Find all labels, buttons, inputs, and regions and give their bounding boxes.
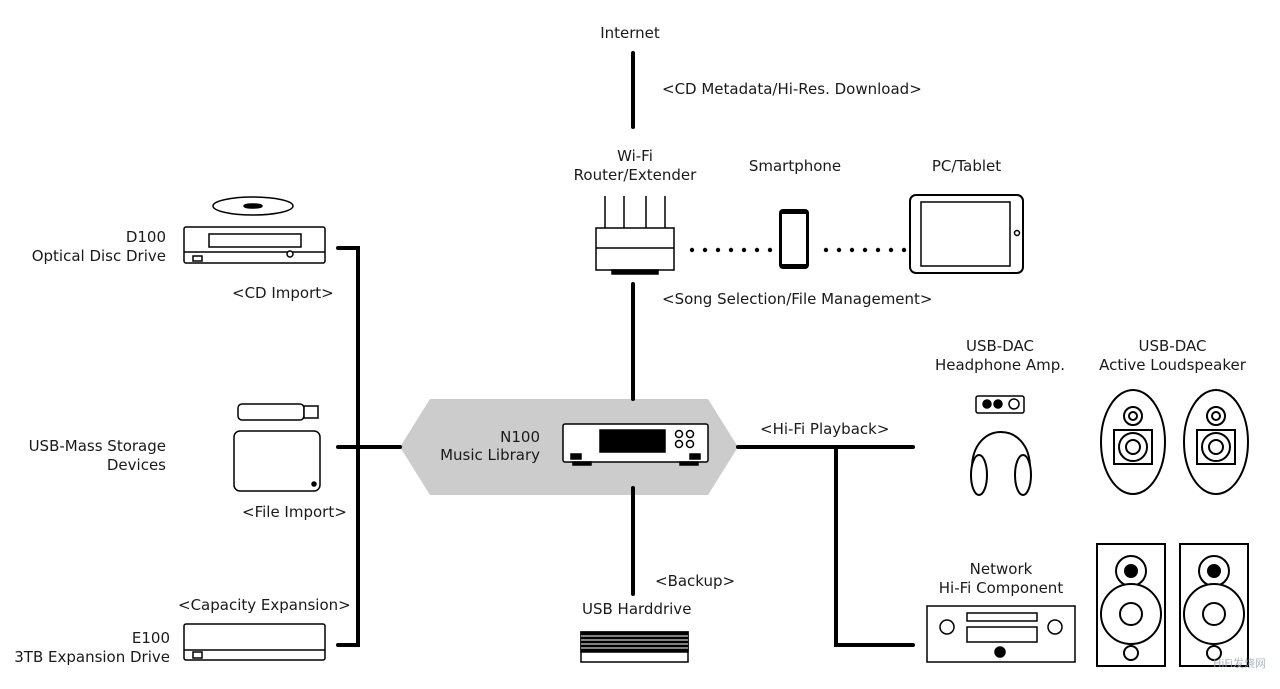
d100-label-line1: D100 — [125, 228, 166, 246]
connection-lines — [336, 51, 915, 647]
bookshelf-speaker-left-icon — [1096, 543, 1166, 667]
wireless-dots-2 — [823, 247, 907, 253]
smartphone-icon — [779, 209, 809, 269]
line-right-branch — [834, 445, 915, 647]
usb-storage-icon — [233, 403, 321, 492]
pc-tablet-label: PC/Tablet — [931, 157, 1002, 175]
usb-dac-spk-label-line2: Active Loudspeaker — [1099, 356, 1246, 374]
router-label-line1: Wi-Fi — [617, 147, 653, 165]
d100-label-line2: Optical Disc Drive — [31, 247, 166, 265]
control-connection-label: <Song Selection/File Management> — [662, 290, 933, 308]
hub-subtitle: Music Library — [440, 446, 540, 464]
network-hifi-label-line1: Network — [969, 560, 1033, 578]
active-speaker-right-icon — [1183, 389, 1249, 495]
hub-name: N100 — [500, 428, 540, 446]
capacity-expansion-label: <Capacity Expansion> — [178, 596, 351, 614]
internet-connection-label: <CD Metadata/Hi-Res. Download> — [662, 80, 922, 98]
watermark: HiFi发烧网 — [1213, 657, 1266, 670]
headphone-amp-icon — [975, 395, 1025, 414]
tablet-icon — [909, 194, 1024, 274]
e100-device-icon — [183, 623, 326, 661]
d100-device-icon — [183, 196, 326, 264]
usb-dac-spk-label-line1: USB-DAC — [1138, 337, 1207, 355]
backup-label: <Backup> — [655, 572, 736, 590]
playback-label: <Hi-Fi Playback> — [760, 420, 890, 438]
bookshelf-speaker-right-icon — [1179, 543, 1249, 667]
wireless-dots-1 — [689, 247, 773, 253]
router-icon — [595, 196, 675, 275]
internet-label: Internet — [600, 24, 660, 42]
headphones-icon — [970, 431, 1032, 496]
smartphone-label: Smartphone — [748, 157, 842, 175]
cd-import-label: <CD Import> — [232, 284, 334, 302]
usb-dac-hp-label-line1: USB-DAC — [966, 337, 1034, 355]
usb-mass-label-line1: USB-Mass Storage — [28, 437, 166, 455]
network-hifi-label-line2: Hi-Fi Component — [938, 579, 1064, 597]
n100-device-icon — [562, 423, 709, 466]
usb-dac-hp-label-line2: Headphone Amp. — [934, 356, 1066, 374]
usb-mass-label-line2: Devices — [106, 456, 166, 474]
usb-harddrive-label: USB Harddrive — [582, 600, 692, 618]
e100-label-line2: 3TB Expansion Drive — [14, 648, 170, 666]
active-speaker-left-icon — [1100, 389, 1166, 495]
usb-harddrive-icon — [580, 631, 689, 663]
file-import-label: <File Import> — [242, 503, 347, 521]
hifi-component-icon — [926, 605, 1076, 663]
e100-label-line1: E100 — [131, 629, 170, 647]
router-label-line2: Router/Extender — [573, 166, 697, 184]
